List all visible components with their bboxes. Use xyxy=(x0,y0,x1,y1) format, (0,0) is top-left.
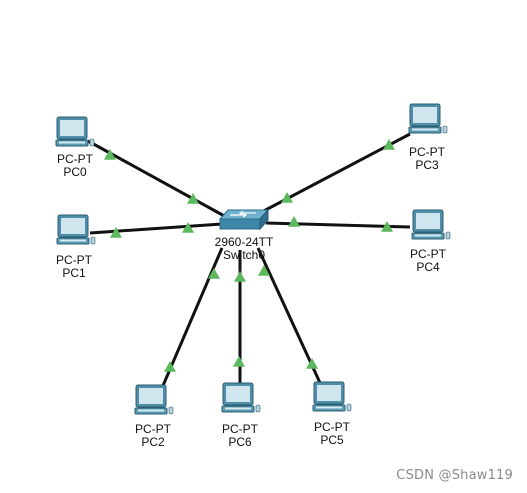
pc1-pc-icon[interactable] xyxy=(56,214,96,245)
pc0-pc-icon[interactable] xyxy=(55,116,95,147)
pc5-name-text: PC5 xyxy=(320,433,344,447)
pc5-label: PC-PT PC5 xyxy=(292,421,372,447)
pc2-pc-icon[interactable] xyxy=(134,384,174,415)
link-up-indicator-pc6-pc-end xyxy=(233,356,245,367)
pc5-pc-icon[interactable] xyxy=(312,381,352,412)
link-up-indicator-pc1-switch-end xyxy=(182,222,194,233)
pc4-pc-icon[interactable] xyxy=(411,209,451,240)
link-up-indicator-pc3-pc-end xyxy=(383,139,395,150)
pc0-name-text: PC0 xyxy=(63,165,87,179)
pc2-name-text: PC2 xyxy=(141,435,165,449)
pc1-model-text: PC-PT xyxy=(56,253,92,267)
pc3-pc-icon[interactable] xyxy=(408,103,448,134)
pc2-model-text: PC-PT xyxy=(135,422,171,436)
pc4-label: PC-PT PC4 xyxy=(388,248,468,274)
pc0-label: PC-PT PC0 xyxy=(35,153,115,179)
link-up-indicator-pc0-pc-end xyxy=(104,149,116,160)
link-up-indicator-pc3-switch-end xyxy=(281,192,293,203)
switch-name-text: Switch0 xyxy=(222,248,266,262)
pc1-label: PC-PT PC1 xyxy=(34,254,114,280)
link-up-indicator-pc6-switch-end xyxy=(234,271,246,282)
indicators-layer xyxy=(104,139,395,372)
pc0-model-text: PC-PT xyxy=(57,152,93,166)
pc4-name-text: PC4 xyxy=(416,260,440,274)
pc4-model-text: PC-PT xyxy=(410,247,446,261)
link-up-indicator-pc1-pc-end xyxy=(110,227,122,238)
link-up-indicator-pc4-pc-end xyxy=(381,221,393,232)
link-up-indicator-pc2-switch-end xyxy=(208,268,220,279)
pc2-label: PC-PT PC2 xyxy=(113,423,193,449)
switch-model-text: 2960-24TT xyxy=(214,235,274,249)
pc3-model-text: PC-PT xyxy=(409,145,445,159)
pc5-model-text: PC-PT xyxy=(314,420,350,434)
watermark-text: CSDN @Shaw119 xyxy=(396,468,513,483)
pc3-name-text: PC3 xyxy=(415,158,439,172)
link-up-indicator-pc5-pc-end xyxy=(306,358,318,369)
link-up-indicator-pc2-pc-end xyxy=(164,361,176,372)
switch-label: 2960-24TT Switch0 xyxy=(194,236,294,262)
link-up-indicator-pc0-switch-end xyxy=(187,193,199,204)
pc6-pc-icon[interactable] xyxy=(221,382,261,413)
link-pc1-switch0[interactable] xyxy=(89,222,223,235)
pc6-model-text: PC-PT xyxy=(222,422,258,436)
pc6-name-text: PC6 xyxy=(228,435,252,449)
pc1-name-text: PC1 xyxy=(62,266,86,280)
pc6-label: PC-PT PC6 xyxy=(200,423,280,449)
switch-icon[interactable] xyxy=(219,209,269,230)
pc3-label: PC-PT PC3 xyxy=(387,146,467,172)
link-up-indicator-pc4-switch-end xyxy=(288,216,300,227)
link-up-indicator-pc5-switch-end xyxy=(258,265,270,276)
